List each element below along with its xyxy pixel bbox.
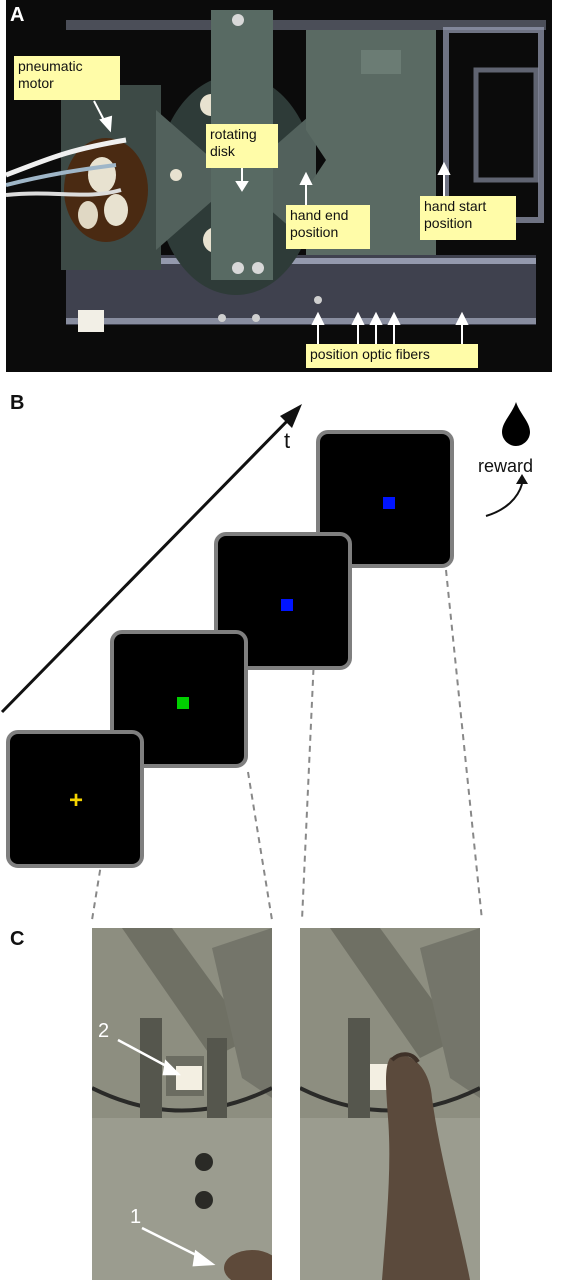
label-hand-start-position-text: hand start position	[424, 198, 487, 231]
reward-arrow	[485, 483, 523, 517]
label-position-optic-fibers: position optic fibers	[306, 344, 478, 368]
reach-photo-1: 2 1	[92, 928, 272, 1280]
arrow-head-2	[162, 1059, 182, 1076]
blue-target-square	[281, 599, 293, 611]
reach-photo-2-drawing	[300, 928, 480, 1280]
time-arrow-line	[0, 412, 296, 714]
annotation-arrows	[93, 100, 469, 344]
reach-photo-1-drawing	[92, 928, 272, 1280]
label-position-optic-fibers-text: position optic fibers	[310, 346, 430, 362]
stimulus-frame-2	[110, 630, 248, 768]
panel-b-letter: B	[10, 392, 25, 414]
arrow-head-motor	[99, 115, 113, 133]
panel-c-letter: C	[10, 928, 25, 950]
stimulus-frame-3	[214, 532, 352, 670]
reward-label: reward	[478, 456, 534, 476]
arrow-head-1	[192, 1249, 216, 1267]
label-rotating-disk: rotating disk	[206, 124, 278, 168]
time-arrow-head	[280, 404, 302, 428]
drop-icon	[502, 402, 530, 446]
reach-photo-2	[300, 928, 480, 1280]
marker-2-label: 2	[98, 1020, 110, 1042]
marker-1-label: 1	[130, 1206, 142, 1228]
label-hand-start-position: hand start position	[420, 196, 516, 240]
apparatus-photo: pneumatic motor rotating disk hand end p…	[6, 0, 552, 372]
stimulus-frame-1: +	[6, 730, 144, 868]
reward-arrow-head	[516, 474, 528, 484]
blue-target-square	[383, 497, 395, 509]
fixation-cross: +	[69, 787, 84, 814]
label-hand-end-position: hand end position	[286, 205, 370, 249]
label-rotating-disk-text: rotating disk	[210, 126, 257, 159]
label-pneumatic-motor-text: pneumatic motor	[18, 58, 83, 91]
time-label: t	[284, 428, 291, 453]
label-hand-end-position-text: hand end position	[290, 207, 349, 240]
green-target-square	[177, 697, 189, 709]
label-pneumatic-motor: pneumatic motor	[14, 56, 120, 100]
panel-a-letter: A	[10, 4, 25, 26]
